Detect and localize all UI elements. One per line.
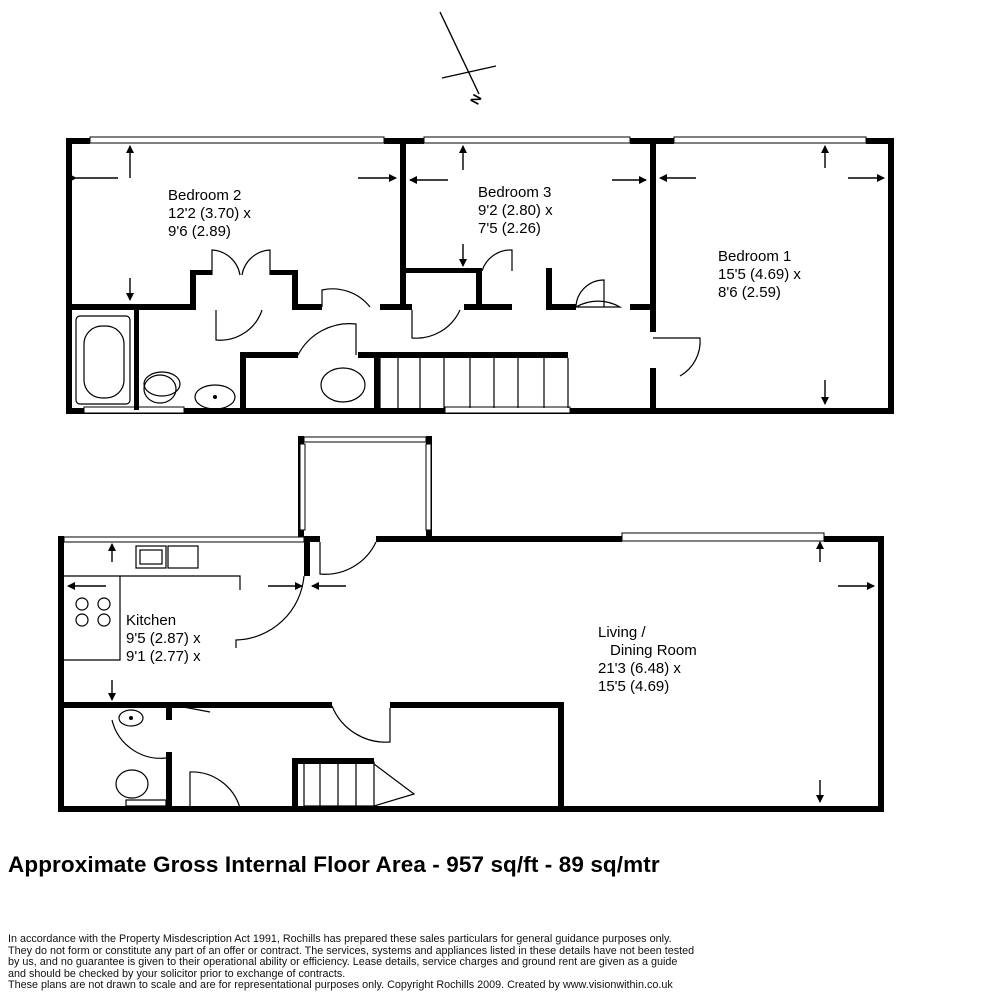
floor-plan: N [58, 11, 894, 812]
room-dimension: 9'2 (2.80) x [478, 202, 553, 219]
room-dimension: 21'3 (6.48) x [598, 660, 681, 677]
room-dimension: 9'5 (2.87) x [126, 630, 201, 647]
room-name: Living / [598, 624, 646, 641]
room-name: Bedroom 2 [168, 187, 241, 204]
ground-floor [58, 436, 884, 812]
room-name: Bedroom 1 [718, 248, 791, 265]
room-name: Dining Room [610, 642, 697, 659]
room-dimension: 12'2 (3.70) x [168, 205, 251, 222]
room-dimension: 7'5 (2.26) [478, 220, 541, 237]
room-label-kitchen: Kitchen 9'5 (2.87) x 9'1 (2.77) x [126, 612, 201, 665]
room-label-living-dining: Living / Dining Room 21'3 (6.48) x 15'5 … [598, 624, 697, 695]
floor-area-summary: Approximate Gross Internal Floor Area - … [8, 852, 660, 877]
disclaimer-line: In accordance with the Property Misdescr… [8, 933, 672, 945]
disclaimer-line: by us, and no guarantee is given to thei… [8, 956, 678, 969]
disclaimer: In accordance with the Property Misdescr… [8, 933, 992, 992]
room-label-bedroom-3: Bedroom 3 9'2 (2.80) x 7'5 (2.26) [478, 184, 553, 237]
upper-floor [66, 136, 894, 414]
compass-label: N [467, 92, 485, 107]
room-name: Bedroom 3 [478, 184, 551, 201]
room-dimension: 9'6 (2.89) [168, 223, 231, 240]
room-dimension: 9'1 (2.77) x [126, 648, 201, 665]
room-label-bedroom-2: Bedroom 2 12'2 (3.70) x 9'6 (2.89) [168, 187, 251, 240]
disclaimer-line: and should be checked by your solicitor … [8, 967, 346, 980]
room-dimension: 15'5 (4.69) [598, 678, 669, 695]
room-dimension: 15'5 (4.69) x [718, 266, 801, 283]
room-dimension: 8'6 (2.59) [718, 284, 781, 301]
disclaimer-line: They do not form or constitute any part … [8, 944, 695, 957]
room-name: Kitchen [126, 612, 176, 629]
room-label-bedroom-1: Bedroom 1 15'5 (4.69) x 8'6 (2.59) [718, 248, 801, 301]
compass-icon: N [439, 11, 497, 107]
disclaimer-line: These plans are not drawn to scale and a… [8, 979, 673, 992]
